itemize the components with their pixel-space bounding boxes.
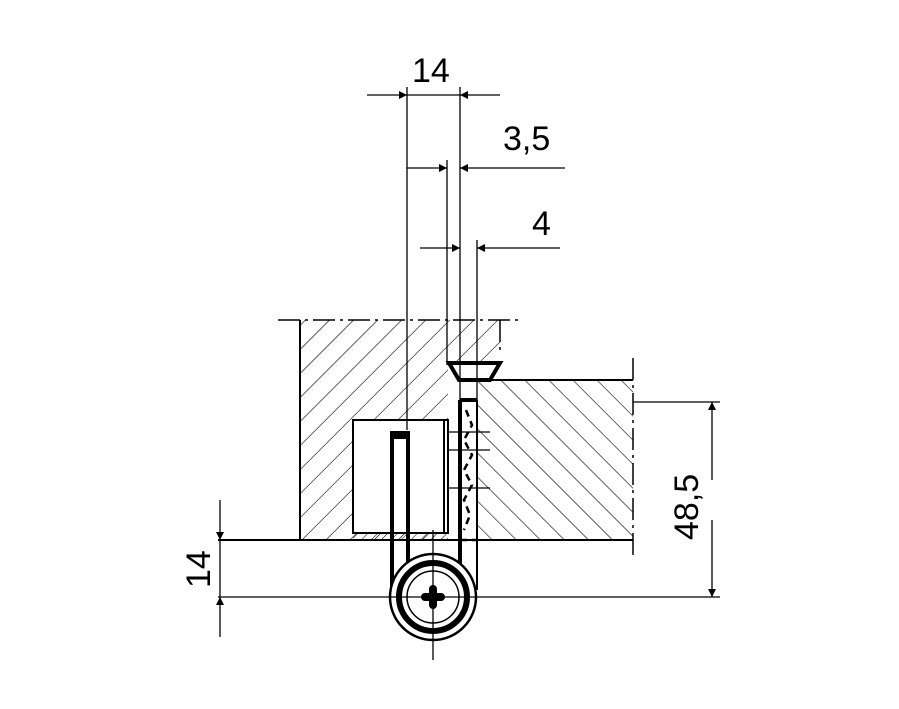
dim-label-top-14: 14 <box>412 52 450 90</box>
door-leaf-block <box>477 379 633 541</box>
hinge-body <box>390 398 490 590</box>
dim-label-4: 4 <box>532 205 551 243</box>
dimension-4: 4 <box>420 205 560 400</box>
dimension-left-14: 14 <box>180 500 224 637</box>
dim-label-3-5: 3,5 <box>503 120 550 158</box>
dimension-48-5: 48,5 <box>633 401 720 597</box>
dim-label-48-5: 48,5 <box>668 474 706 540</box>
dimension-3-5: 3,5 <box>407 120 565 365</box>
dimension-top-14: 14 <box>367 52 500 430</box>
countersunk-screw-icon <box>445 361 504 382</box>
dim-label-left-14: 14 <box>180 550 218 588</box>
frame-block <box>299 320 500 540</box>
